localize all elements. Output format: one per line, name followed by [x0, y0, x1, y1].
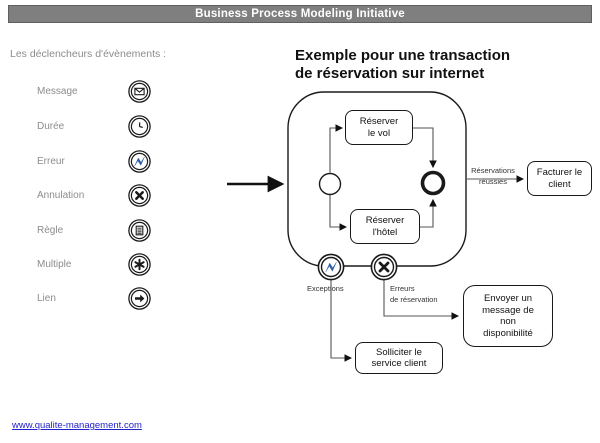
trigger-row-multiple: Multiple	[10, 253, 160, 276]
trigger-label-annulation: Annulation	[37, 190, 85, 201]
trigger-label-message: Message	[37, 86, 78, 97]
cancel-event-icon	[128, 184, 151, 207]
trigger-row-message: Message	[10, 80, 160, 103]
trigger-label-multiple: Multiple	[37, 259, 72, 270]
task-facturer-client: Facturer le client	[527, 161, 592, 196]
timer-event-icon	[128, 115, 151, 138]
trigger-label-erreur: Erreur	[37, 156, 65, 167]
flow-label-erreurs-reservation: Erreurs de réservation	[390, 284, 438, 304]
message-event-icon	[128, 80, 151, 103]
trigger-row-annulation: Annulation	[10, 184, 160, 207]
footer-website-link[interactable]: www.qualite-management.com	[12, 420, 142, 431]
trigger-label-lien: Lien	[37, 293, 56, 304]
end-event	[420, 170, 446, 196]
task-envoyer-message: Envoyer un message de non disponibilité	[463, 285, 553, 347]
sequence-flows	[329, 124, 525, 362]
rule-event-icon	[128, 219, 151, 242]
trigger-label-regle: Règle	[37, 225, 64, 236]
start-event	[318, 172, 342, 196]
error-event-icon	[128, 150, 151, 173]
triggers-heading: Les déclencheurs d'évènements :	[10, 48, 167, 60]
cancel-boundary-event-icon	[370, 253, 398, 281]
trigger-row-duree: Durée	[10, 115, 160, 138]
error-boundary-event-icon	[317, 253, 345, 281]
flow-label-exceptions: Exceptions	[307, 284, 344, 293]
trigger-row-erreur: Erreur	[10, 150, 160, 173]
diagram-title: Exemple pour une transaction de réservat…	[295, 47, 511, 82]
task-reserver-vol: Réserver le vol	[345, 110, 413, 145]
trigger-row-regle: Règle	[10, 219, 160, 242]
link-event-icon	[128, 287, 151, 310]
task-solliciter-service: Solliciter le service client	[355, 342, 443, 374]
multiple-event-icon	[128, 253, 151, 276]
trigger-row-lien: Lien	[10, 287, 160, 310]
flow-label-reservations-reussies: Réservations réussies	[471, 166, 515, 186]
title-bar: Business Process Modeling Initiative	[8, 5, 592, 23]
page-title: Business Process Modeling Initiative	[195, 8, 405, 20]
task-reserver-hotel: Réserver l'hôtel	[350, 209, 420, 244]
trigger-label-duree: Durée	[37, 121, 65, 132]
